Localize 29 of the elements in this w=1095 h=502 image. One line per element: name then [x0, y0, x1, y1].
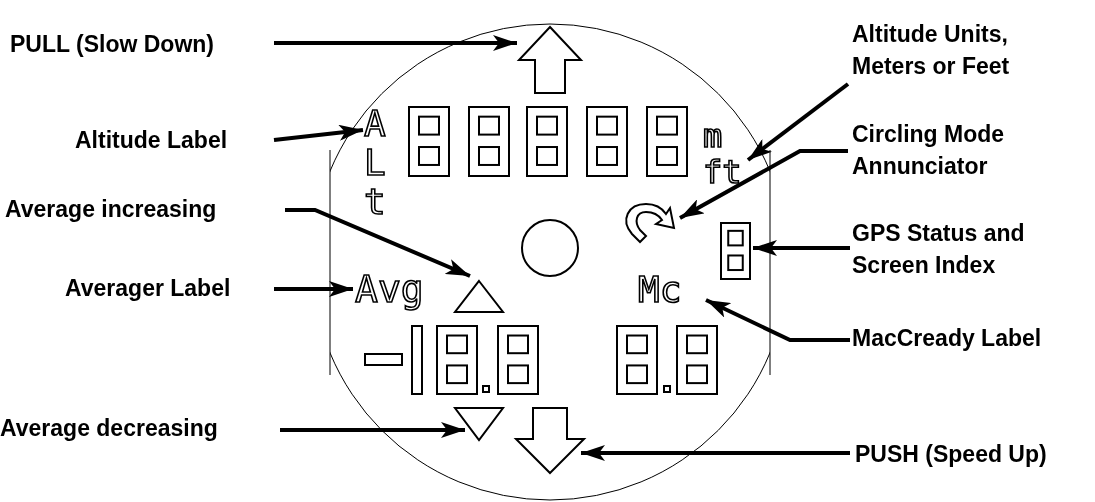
callout-label: Altitude Units, Meters or Feet [852, 18, 1082, 86]
callout-label: Circling Mode Annunciator [852, 118, 1067, 186]
callout-label: PUSH (Speed Up) [855, 438, 1095, 472]
callout-label: PULL (Slow Down) [10, 28, 272, 62]
leader-arrow [581, 445, 850, 461]
leader-arrow [280, 422, 465, 438]
callout-label: Average decreasing [0, 412, 275, 446]
down-triangle-icon [454, 407, 504, 441]
up-arrow-icon [518, 26, 582, 94]
up-triangle-icon [454, 280, 504, 313]
leader-arrow [274, 281, 353, 297]
callout-label: Averager Label [65, 272, 273, 306]
leader-arrow [753, 240, 850, 256]
callout-label: Altitude Label [75, 124, 271, 158]
leader-arrow [273, 124, 364, 142]
seven-segment-digit [720, 222, 751, 280]
lcd-label: m ft [703, 118, 749, 194]
leader-arrow [746, 82, 850, 162]
lcd-label: Mc [638, 272, 704, 314]
down-arrow-icon [515, 407, 585, 474]
leader-arrow [679, 149, 848, 220]
leader-arrow [285, 208, 471, 278]
callout-label: GPS Status and Screen Index [852, 217, 1082, 285]
lcd-label: ALt [364, 104, 390, 224]
callout-label: Average increasing [5, 193, 275, 227]
lcd-label: Avg [355, 270, 450, 314]
leader-arrow [705, 298, 850, 342]
leader-arrow [274, 35, 517, 51]
callout-label: MacCready Label [852, 322, 1092, 356]
